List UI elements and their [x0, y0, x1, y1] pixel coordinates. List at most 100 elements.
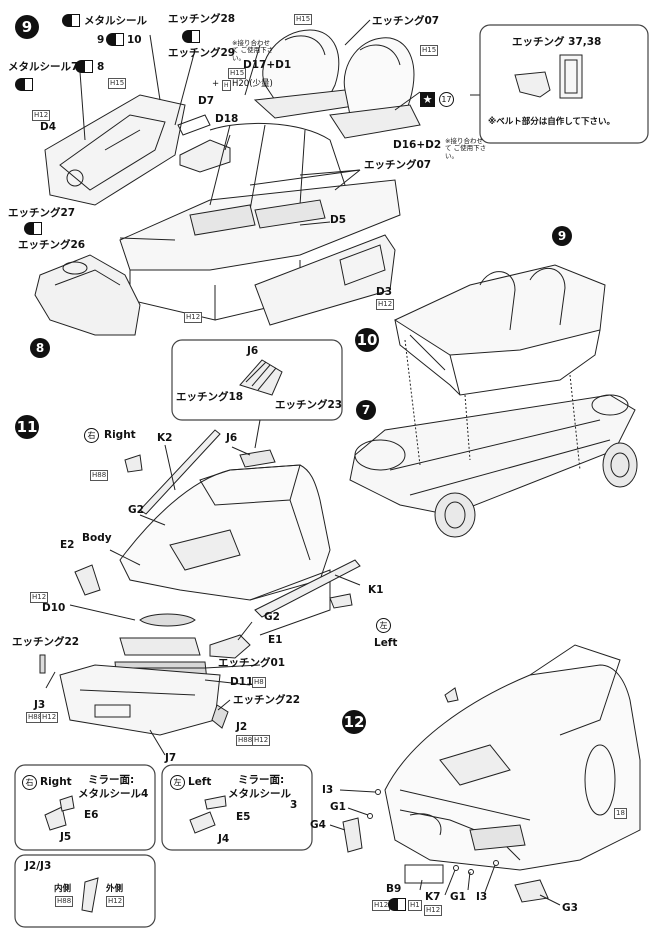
etching-part-a — [514, 71, 551, 98]
label-i3-b: I3 — [476, 891, 488, 903]
label-d3: D3 — [376, 286, 393, 298]
paint-icon — [15, 78, 33, 91]
step-8-badge: 8 — [30, 338, 50, 358]
label-d11: D11 — [230, 676, 254, 688]
label-right: Right — [104, 429, 136, 441]
label-j3: J3 — [34, 699, 46, 711]
note-small-2: ※接り合わせて ご使用下さい。 — [445, 137, 487, 160]
part-d7 — [177, 114, 211, 136]
label-g1-b: G1 — [450, 891, 466, 903]
label-k2: K2 — [157, 432, 173, 444]
mirror-left-surface: ミラー面: — [238, 774, 285, 786]
paint-h12: H12 — [40, 712, 59, 723]
label-e5: E5 — [236, 811, 251, 823]
label-h20-note: H20(少量) — [232, 79, 273, 89]
chassis — [349, 394, 638, 538]
label-d5: D5 — [330, 214, 347, 226]
car-body — [119, 464, 331, 636]
label-d16-d2: D16+D2 — [393, 139, 442, 151]
label-etching-18: エッチング18 — [176, 391, 244, 403]
label-etching-27: エッチング27 — [8, 207, 76, 219]
note-small: ※接り合わせて ご使用下さい。 — [232, 39, 274, 62]
paint-h15: H15 — [420, 45, 439, 56]
star-icon: ★ — [420, 92, 435, 107]
paint-h12: H12 — [252, 735, 271, 746]
mirror-right-seal: メタルシール4 — [78, 788, 149, 800]
label-j6: J6 — [226, 432, 238, 444]
left-kanji: 左 — [376, 618, 391, 633]
label-d17-d1: D17+D1 — [243, 59, 292, 71]
label-etching-22: エッチング22 — [12, 636, 80, 648]
headlight-e1 — [209, 634, 251, 659]
front-bumper — [59, 664, 221, 736]
paint-h12: H12 — [106, 896, 125, 907]
inset-note: ※ベルト部分は自作して下さい。 — [488, 117, 616, 127]
mud-flap-g4 — [342, 817, 363, 853]
label-d7: D7 — [198, 95, 215, 107]
grille-emblem — [139, 613, 196, 627]
mirror-right — [124, 454, 143, 473]
label-e6: E6 — [84, 809, 99, 821]
mirror-left-label: Left — [188, 776, 212, 788]
paint-icon — [388, 898, 406, 911]
j2j3-outer: 外側 — [106, 884, 124, 894]
label-e2: E2 — [60, 539, 75, 551]
label-metal-seal: メタルシール — [84, 15, 147, 27]
paint-h15: H15 — [294, 14, 313, 25]
paint-icon — [182, 30, 200, 43]
j2j3-inner: 内側 — [54, 884, 72, 894]
paint-h8: H8 — [252, 677, 266, 688]
part-j2 — [211, 704, 229, 729]
inset-title: エッチング 37,38 — [512, 36, 602, 48]
side-skirt-k1 — [254, 559, 361, 618]
paint-h12: H12 — [184, 312, 203, 323]
label-g2-b: G2 — [264, 611, 280, 623]
mirror-right-surface: ミラー面: — [88, 774, 135, 786]
mirror-right-label: Right — [40, 776, 72, 788]
paint-h12: H12 — [30, 592, 49, 603]
completed-car — [384, 644, 641, 871]
paint-h1: H1 — [408, 900, 422, 911]
license-plate — [404, 864, 444, 884]
label-e1: E1 — [268, 634, 283, 646]
label-left: Left — [374, 637, 398, 649]
front-seat-left — [253, 29, 362, 119]
door-panel-d4 — [44, 94, 186, 206]
interior-tub — [119, 122, 401, 321]
label-metal-seal-9: 9 — [97, 34, 105, 46]
mirror-left-seal: メタルシール — [228, 788, 291, 800]
label-d4: D4 — [40, 121, 57, 133]
paint-h12: H12 — [424, 905, 443, 916]
label-j6-box: J6 — [247, 345, 259, 357]
step-12-badge: 12 — [342, 710, 366, 734]
grille — [119, 637, 201, 656]
label-metal-seal-10: 10 — [127, 34, 142, 46]
j2j3-title: J2/J3 — [25, 860, 52, 872]
label-d18: D18 — [215, 113, 239, 125]
label-etching-07-top: エッチング07 — [372, 15, 440, 27]
label-metal-seal-7: メタルシール7 — [8, 61, 79, 73]
step-7-badge: 7 — [356, 400, 376, 420]
label-etching-28: エッチング28 — [168, 13, 236, 25]
paint-icon — [24, 222, 42, 235]
step-11-badge: 11 — [15, 415, 39, 439]
label-body: Body — [82, 532, 112, 544]
paint-icon — [106, 33, 124, 46]
label-i3: I3 — [322, 784, 334, 796]
step-9-ref-badge: 9 — [552, 226, 572, 246]
part-d18 — [179, 139, 231, 173]
part-j3 — [39, 654, 46, 674]
label-k7: K7 — [425, 891, 441, 903]
label-8: 8 — [97, 61, 105, 73]
label-etching-29: エッチング29 — [168, 47, 236, 59]
etching-part-b — [559, 54, 583, 99]
paint-h15: H15 — [108, 78, 127, 89]
label-j2: J2 — [236, 721, 248, 733]
right-kanji: 右 — [84, 428, 99, 443]
label-b9: B9 — [386, 883, 402, 895]
paint-h88: H88 — [90, 470, 109, 481]
paint-h88: H88 — [55, 896, 74, 907]
label-etching-26: エッチング26 — [18, 239, 86, 251]
label-g4: G4 — [310, 819, 326, 831]
